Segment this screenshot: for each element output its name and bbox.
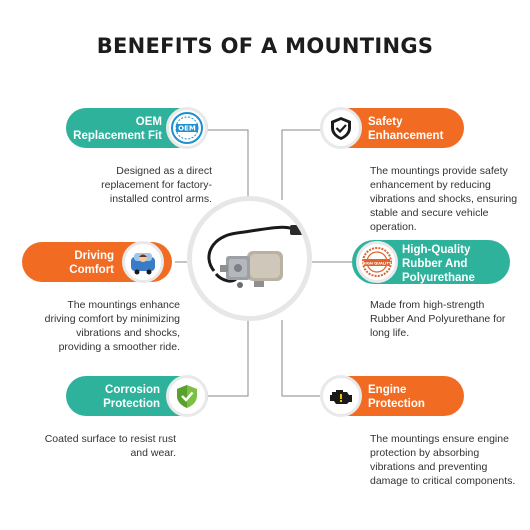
benefit-corrosion-heading: Corrosion Protection [103, 384, 160, 410]
product-image [187, 196, 312, 321]
page-title: BENEFITS OF A MOUNTINGS [96, 34, 434, 58]
high-quality-stamp-icon-graphic: HIGH QUALITY [362, 247, 392, 277]
shield-check-icon [320, 107, 362, 149]
engine-warning-icon [320, 375, 362, 417]
driver-car-icon [122, 241, 164, 283]
oem-seal-icon-graphic: OEM [171, 112, 203, 144]
oem-badge-text: OEM [178, 125, 196, 133]
benefit-corrosion-description: Coated surface to resist rust and wear. [44, 433, 176, 459]
benefit-comfort-heading: Driving Comfort [69, 250, 114, 276]
engine-warning-icon-graphic [330, 390, 352, 404]
benefit-comfort-description: The mountings enhance driving comfort by… [44, 299, 180, 353]
high-quality-stamp-icon: HIGH QUALITY [356, 241, 398, 283]
motor-mount-illustration [207, 225, 304, 288]
quality-badge-text: HIGH QUALITY [363, 262, 392, 266]
shield-check-green-icon-graphic [177, 385, 197, 408]
benefit-safety-description: The mountings provide safety enhancement… [370, 165, 518, 233]
benefit-quality-description: Made from high-strength Rubber And Polyu… [370, 299, 506, 339]
shield-check-icon-graphic [331, 117, 351, 140]
driver-car-icon-graphic [131, 253, 155, 275]
benefit-engine-heading: Engine Protection [368, 384, 425, 410]
shield-check-green-icon [166, 375, 208, 417]
benefit-safety-heading: Safety Enhancement [368, 116, 444, 142]
benefit-quality-heading: High-Quality Rubber And Polyurethane [402, 244, 475, 284]
oem-seal-icon: OEM [166, 107, 208, 149]
benefit-oem-heading: OEM Replacement Fit [73, 116, 162, 142]
benefit-oem-description: Designed as a direct replacement for fac… [101, 165, 212, 205]
benefit-engine-description: The mountings ensure engine protection b… [370, 433, 516, 487]
